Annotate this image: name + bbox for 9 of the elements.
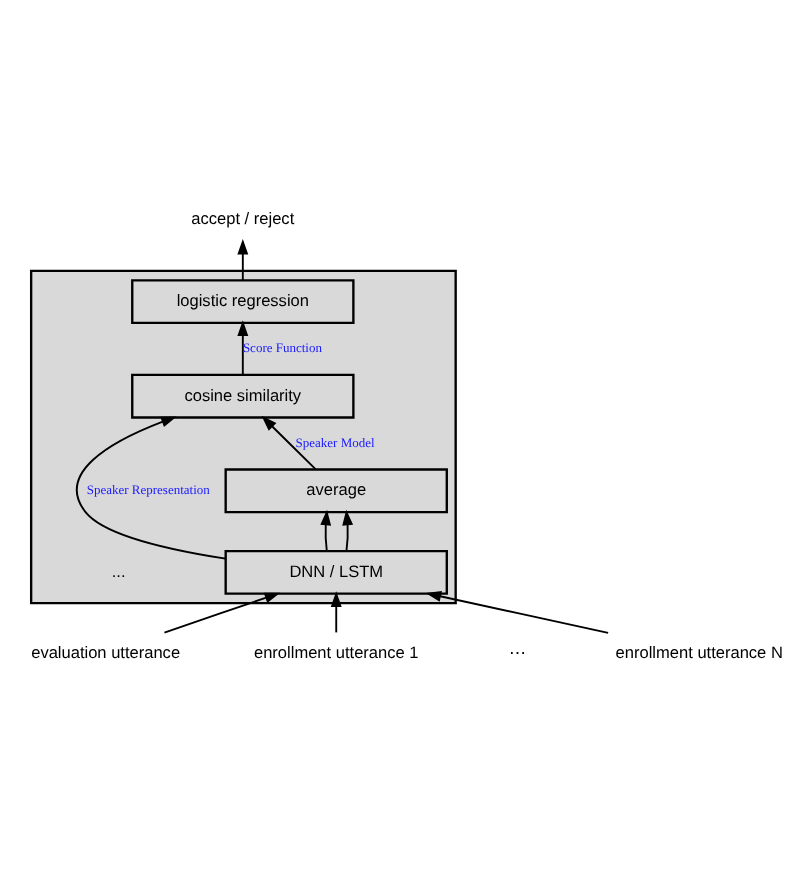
arrow [320,509,332,552]
arrow [237,320,249,376]
arrow [330,591,342,634]
arrow [163,592,281,634]
arrow [76,416,227,560]
arrow [261,415,317,471]
arrow [425,591,610,634]
arrow [237,238,249,281]
arrow [342,509,354,552]
